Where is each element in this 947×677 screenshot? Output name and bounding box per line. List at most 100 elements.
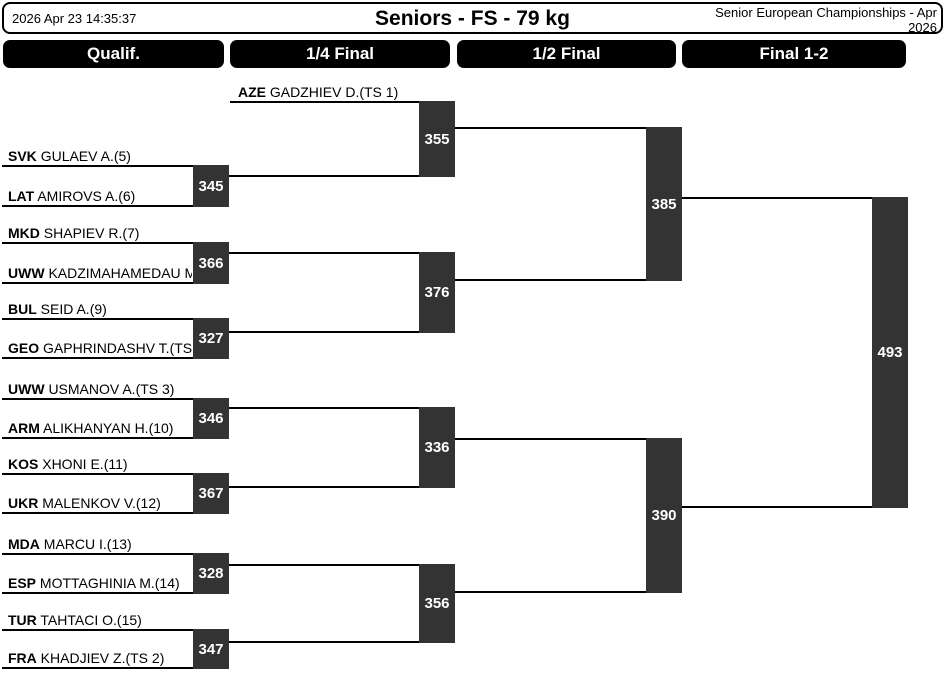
match-number: 328: [198, 565, 224, 582]
match-number: 327: [198, 330, 224, 347]
bracket-line: [2, 473, 229, 475]
wrestler-name: KADZIMAHAMEDAU M.(: [48, 265, 192, 281]
noc-code: KOS: [8, 456, 39, 472]
wrestler-entry: ESP MOTTAGHINIA M.(14): [8, 574, 192, 592]
bracket-line: [2, 282, 229, 284]
print-timestamp: 2026 Apr 23 14:35:37: [12, 11, 137, 26]
noc-code: UKR: [8, 495, 39, 511]
bracket-line: [2, 629, 229, 631]
noc-code: FRA: [8, 650, 37, 666]
bracket-line: [230, 101, 419, 103]
match-number-box: 493: [872, 197, 908, 508]
wrestler-name: GAPHRINDASHV T.(TS 4: [43, 340, 192, 356]
match-number-box: 345: [193, 165, 229, 207]
wrestler-name: SEID A.(9): [40, 301, 107, 317]
bracket-line: [2, 242, 229, 244]
page-title: Seniors - FS - 79 kg: [375, 7, 570, 30]
bracket-line: [2, 553, 229, 555]
bracket-line: [229, 641, 419, 643]
wrestler-entry: SVK GULAEV A.(5): [8, 147, 192, 165]
wrestler-entry: AZE GADZHIEV D.(TS 1): [238, 83, 398, 101]
match-number: 355: [424, 130, 450, 148]
bracket-line: [2, 398, 229, 400]
wrestler-name: MOTTAGHINIA M.(14): [39, 575, 180, 591]
noc-code: LAT: [8, 188, 35, 204]
bracket-line: [229, 564, 419, 566]
bracket-line: [229, 486, 419, 488]
match-number-box: 346: [193, 398, 229, 439]
bracket-line: [682, 197, 872, 199]
bracket-line: [2, 205, 229, 207]
match-number: 336: [424, 439, 450, 456]
wrestler-name: MALENKOV V.(12): [42, 495, 161, 511]
wrestler-entry: KOS XHONI E.(11): [8, 455, 192, 473]
match-number-box: 376: [419, 252, 455, 333]
round-header-final: Final 1-2: [682, 40, 906, 68]
wrestler-name: MARCU I.(13): [43, 536, 132, 552]
wrestler-entry: FRA KHADJIEV Z.(TS 2): [8, 649, 192, 667]
match-number: 385: [651, 195, 677, 213]
bracket-line: [229, 407, 419, 409]
wrestler-entry: BUL SEID A.(9): [8, 300, 192, 318]
match-number: 366: [198, 254, 224, 272]
match-number-box: 390: [646, 438, 682, 593]
bracket-line: [682, 506, 872, 508]
bracket-line: [2, 592, 229, 594]
noc-code: ESP: [8, 575, 37, 591]
noc-code: MDA: [8, 536, 40, 552]
match-number-box: 366: [193, 242, 229, 284]
wrestler-name: GADZHIEV D.(TS 1): [269, 84, 399, 100]
noc-code: SVK: [8, 148, 37, 164]
wrestler-entry: TUR TAHTACI O.(15): [8, 611, 192, 629]
match-number-box: 356: [419, 564, 455, 643]
bracket-line: [2, 667, 229, 669]
wrestler-name: KHADJIEV Z.(TS 2): [40, 650, 165, 666]
match-number-box: 336: [419, 407, 455, 488]
noc-code: TUR: [8, 612, 37, 628]
wrestler-entry: UWW KADZIMAHAMEDAU M.(: [8, 264, 192, 282]
match-number-box: 328: [193, 553, 229, 594]
wrestler-entry: GEO GAPHRINDASHV T.(TS 4: [8, 339, 192, 357]
match-number: 376: [424, 284, 450, 301]
bracket-line: [455, 438, 646, 440]
match-number-box: 327: [193, 318, 229, 359]
round-header-quarterfinal: 1/4 Final: [230, 40, 450, 68]
bracket-line: [455, 127, 646, 129]
match-number-box: 355: [419, 101, 455, 177]
match-number: 346: [198, 410, 224, 427]
bracket-line: [229, 175, 419, 177]
match-number-box: 367: [193, 473, 229, 514]
bracket-line: [2, 357, 229, 359]
noc-code: MKD: [8, 225, 40, 241]
wrestler-name: ALIKHANYAN H.(10): [43, 420, 174, 436]
sheet-header: 2026 Apr 23 14:35:37 Seniors - FS - 79 k…: [2, 2, 943, 35]
match-number-box: 385: [646, 127, 682, 281]
match-number: 367: [198, 485, 224, 502]
noc-code: BUL: [8, 301, 37, 317]
noc-code: AZE: [238, 84, 266, 100]
wrestler-name: GULAEV A.(5): [40, 148, 131, 164]
match-number: 356: [424, 595, 450, 612]
round-header-qualif: Qualif.: [3, 40, 224, 68]
match-number: 493: [877, 344, 903, 361]
wrestler-name: USMANOV A.(TS 3): [48, 381, 175, 397]
noc-code: UWW: [8, 381, 45, 397]
wrestler-entry: UWW USMANOV A.(TS 3): [8, 380, 192, 398]
wrestler-name: AMIROVS A.(6): [37, 188, 136, 204]
bracket-line: [455, 279, 646, 281]
wrestler-entry: UKR MALENKOV V.(12): [8, 494, 192, 512]
wrestler-entry: LAT AMIROVS A.(6): [8, 187, 192, 205]
bracket-line: [2, 437, 229, 439]
wrestler-name: TAHTACI O.(15): [40, 612, 142, 628]
bracket-line: [2, 318, 229, 320]
bracket-line: [2, 512, 229, 514]
noc-code: GEO: [8, 340, 40, 356]
match-number: 390: [651, 507, 677, 524]
wrestler-name: XHONI E.(11): [42, 456, 128, 472]
match-number-box: 347: [193, 629, 229, 669]
match-number: 347: [198, 640, 224, 658]
round-header-semifinal: 1/2 Final: [457, 40, 676, 68]
match-number: 345: [198, 177, 224, 195]
wrestler-entry: MDA MARCU I.(13): [8, 535, 192, 553]
